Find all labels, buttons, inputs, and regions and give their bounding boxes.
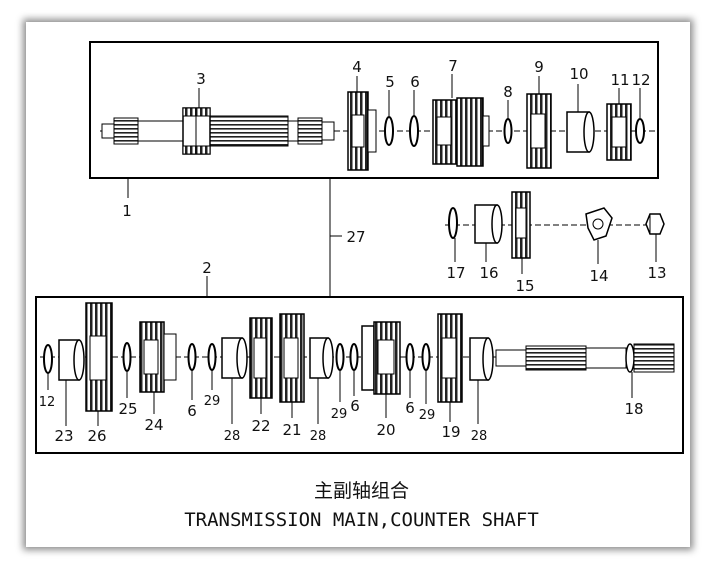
washer-12-counter bbox=[43, 344, 53, 374]
sprocket-15 bbox=[511, 191, 531, 259]
gear-26 bbox=[85, 302, 113, 412]
callout-27: 27 bbox=[346, 228, 365, 246]
washer-25 bbox=[122, 342, 132, 372]
callout-16: 16 bbox=[479, 264, 498, 282]
washer-12-main bbox=[635, 118, 645, 144]
callout-15: 15 bbox=[515, 277, 534, 295]
callout-5: 5 bbox=[385, 73, 395, 91]
gear-3 bbox=[182, 107, 211, 155]
callout-28-b: 28 bbox=[310, 429, 327, 444]
callout-1: 1 bbox=[122, 202, 132, 220]
callout-20: 20 bbox=[376, 421, 395, 439]
main-shaft-box bbox=[89, 41, 659, 179]
callout-12-counter: 12 bbox=[39, 395, 56, 410]
gear-9 bbox=[526, 93, 552, 169]
callout-29-b: 29 bbox=[331, 407, 348, 422]
callout-25: 25 bbox=[118, 400, 137, 418]
callout-23: 23 bbox=[54, 427, 73, 445]
gear-19 bbox=[437, 313, 463, 403]
circlip-6-main bbox=[409, 115, 419, 147]
bushing-10 bbox=[566, 111, 595, 153]
callout-28-c: 28 bbox=[471, 429, 488, 444]
washer-5 bbox=[384, 116, 394, 146]
gear-24 bbox=[139, 321, 177, 393]
bushing-16 bbox=[474, 204, 503, 244]
nut-13 bbox=[645, 213, 665, 235]
gear-4 bbox=[347, 91, 377, 171]
callout-14: 14 bbox=[589, 267, 608, 285]
bushing-28-a bbox=[221, 337, 248, 379]
circlip-17 bbox=[448, 207, 458, 239]
callout-6-b: 6 bbox=[350, 397, 360, 415]
main-shaft bbox=[101, 115, 335, 147]
bushing-28-c bbox=[469, 337, 494, 381]
title-english: TRANSMISSION MAIN,COUNTER SHAFT bbox=[184, 509, 539, 531]
callout-28-a: 28 bbox=[224, 429, 241, 444]
callout-18: 18 bbox=[624, 400, 643, 418]
callout-2: 2 bbox=[202, 259, 212, 277]
callout-13: 13 bbox=[647, 264, 666, 282]
circlip-6-counter-c bbox=[405, 343, 415, 371]
callout-8: 8 bbox=[503, 83, 513, 101]
callout-29-a: 29 bbox=[204, 394, 221, 409]
washer-29-c bbox=[421, 343, 431, 371]
callout-21: 21 bbox=[282, 421, 301, 439]
callout-6-a: 6 bbox=[187, 402, 197, 420]
callout-24: 24 bbox=[144, 416, 163, 434]
callout-10: 10 bbox=[569, 65, 588, 83]
callout-17: 17 bbox=[446, 264, 465, 282]
counter-shaft-18 bbox=[495, 343, 675, 373]
washer-29-b bbox=[335, 343, 345, 371]
callout-19: 19 bbox=[441, 423, 460, 441]
gear-11 bbox=[606, 103, 632, 161]
bushing-28-b bbox=[309, 337, 334, 379]
callout-26: 26 bbox=[87, 427, 106, 445]
lock-washer-14 bbox=[585, 207, 613, 241]
callout-6-c: 6 bbox=[405, 399, 415, 417]
washer-8 bbox=[503, 118, 513, 144]
callout-11: 11 bbox=[610, 71, 629, 89]
callout-6-main: 6 bbox=[410, 73, 420, 91]
bushing-23 bbox=[58, 339, 85, 381]
counter-shaft-box bbox=[35, 296, 684, 454]
callout-9: 9 bbox=[534, 58, 544, 76]
callout-labels: 1 2 3 4 5 6 7 8 9 10 11 12 13 14 15 16 1… bbox=[39, 57, 667, 445]
circlip-6-counter-b bbox=[349, 343, 359, 371]
title-chinese: 主副轴组合 bbox=[313, 480, 409, 502]
gear-7 bbox=[432, 97, 490, 167]
callout-4: 4 bbox=[352, 58, 362, 76]
gear-20 bbox=[361, 321, 401, 395]
callout-7: 7 bbox=[448, 57, 458, 75]
washer-29-a bbox=[207, 343, 217, 371]
circlip-6-counter-a bbox=[187, 343, 197, 371]
gear-21 bbox=[279, 313, 305, 403]
callout-12-main: 12 bbox=[631, 71, 650, 89]
callout-29-c: 29 bbox=[419, 408, 436, 423]
callout-3: 3 bbox=[196, 70, 206, 88]
leader-lines bbox=[47, 74, 657, 426]
callout-22: 22 bbox=[251, 417, 270, 435]
gear-22 bbox=[249, 317, 273, 399]
